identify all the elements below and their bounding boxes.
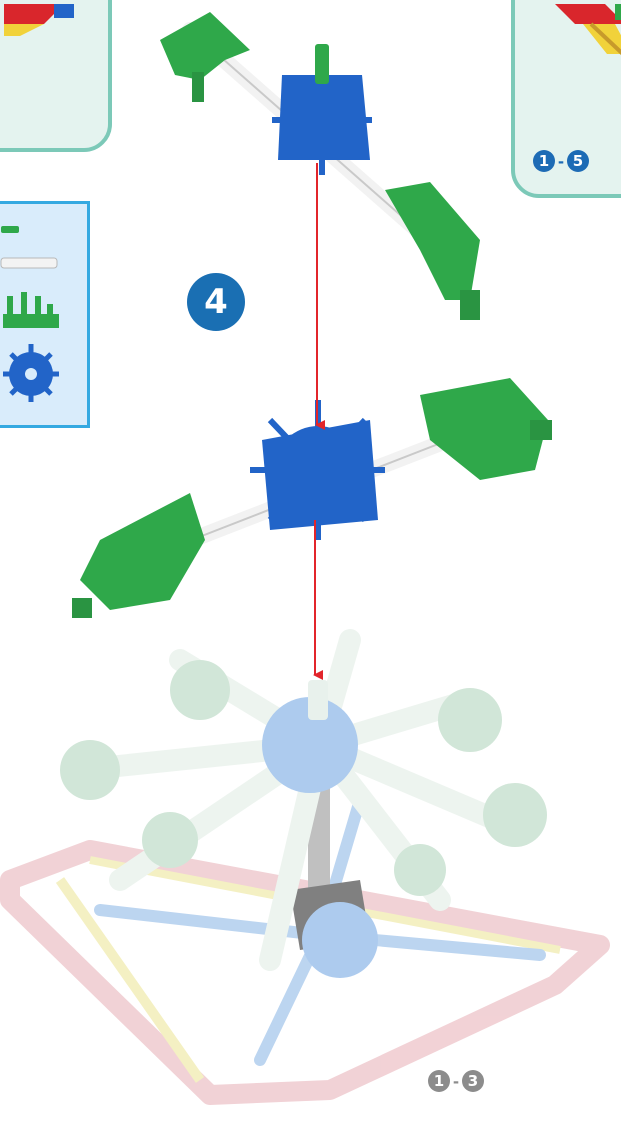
- step-range-label: 1 - 5: [533, 150, 589, 172]
- step-start-badge: 1: [428, 1070, 450, 1092]
- assembly-arrows: [313, 163, 325, 680]
- top-subassembly: [160, 12, 480, 320]
- parts-list-panel: [0, 201, 90, 428]
- previous-step-panel-right: 1 - 5: [511, 0, 621, 198]
- blue-hub-icon: [3, 344, 59, 402]
- previous-step-panel-left: [0, 0, 112, 152]
- step-end-badge: 3: [462, 1070, 484, 1092]
- green-connector-icon: [3, 292, 59, 328]
- white-rod-icon: [0, 257, 58, 269]
- step-range-separator: -: [453, 1070, 459, 1091]
- base-step-range-label: 1 - 3: [428, 1070, 484, 1092]
- step-end-badge: 5: [567, 150, 589, 172]
- base-assembly: [0, 629, 610, 1105]
- step-range-separator: -: [558, 150, 564, 171]
- previous-step-thumbnail: [4, 4, 74, 36]
- middle-subassembly: [72, 378, 552, 618]
- green-peg-icon: [1, 226, 19, 233]
- parts-list-icons: [0, 226, 59, 402]
- step-start-badge: 1: [533, 150, 555, 172]
- step-number-badge: 4: [187, 273, 245, 331]
- previous-step-thumbnail: [555, 4, 621, 55]
